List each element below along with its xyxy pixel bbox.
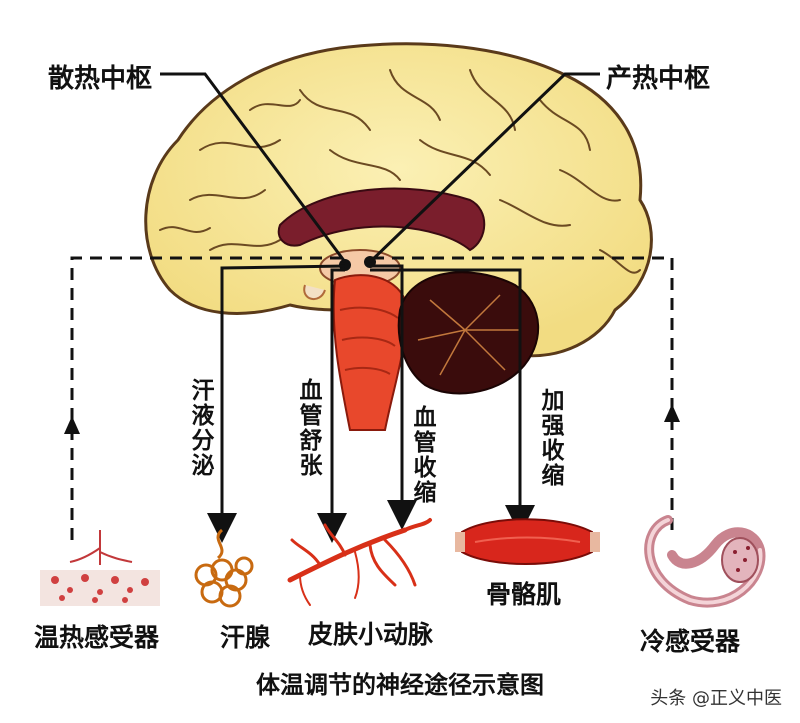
strengthen-contraction-label: 加强收缩 bbox=[537, 388, 563, 488]
afferent-pathways bbox=[70, 256, 674, 540]
sweat-gland-label: 汗腺 bbox=[220, 623, 271, 652]
skin-arteriole-label: 皮肤小动脉 bbox=[308, 620, 434, 649]
efferent-pathways bbox=[207, 264, 535, 543]
cold-receptor-label: 冷感受器 bbox=[640, 627, 741, 656]
heat-production-center-label: 产热中枢 bbox=[606, 64, 711, 94]
cold-receptor-illustration bbox=[644, 515, 766, 608]
center-pointer-lines bbox=[160, 72, 600, 264]
skeletal-muscle-label: 骨骼肌 bbox=[486, 580, 562, 609]
sweat-gland-illustration bbox=[194, 528, 254, 608]
skeletal-muscle-illustration bbox=[455, 518, 600, 565]
skin-arteriole-illustration bbox=[287, 518, 432, 606]
diagram-caption: 体温调节的神经途径示意图 bbox=[256, 671, 544, 699]
brain-illustration bbox=[144, 42, 653, 431]
vasoconstriction-label: 血管收缩 bbox=[409, 405, 435, 505]
heat-dissipation-center-label: 散热中枢 bbox=[48, 64, 153, 94]
watermark: 头条 @正义中医 bbox=[650, 688, 782, 709]
warm-receptor-illustration bbox=[40, 530, 160, 606]
sweat-secretion-label: 汗液分泌 bbox=[187, 378, 213, 478]
warm-receptor-label: 温热感受器 bbox=[34, 623, 160, 652]
vasodilation-label: 血管舒张 bbox=[295, 378, 321, 478]
